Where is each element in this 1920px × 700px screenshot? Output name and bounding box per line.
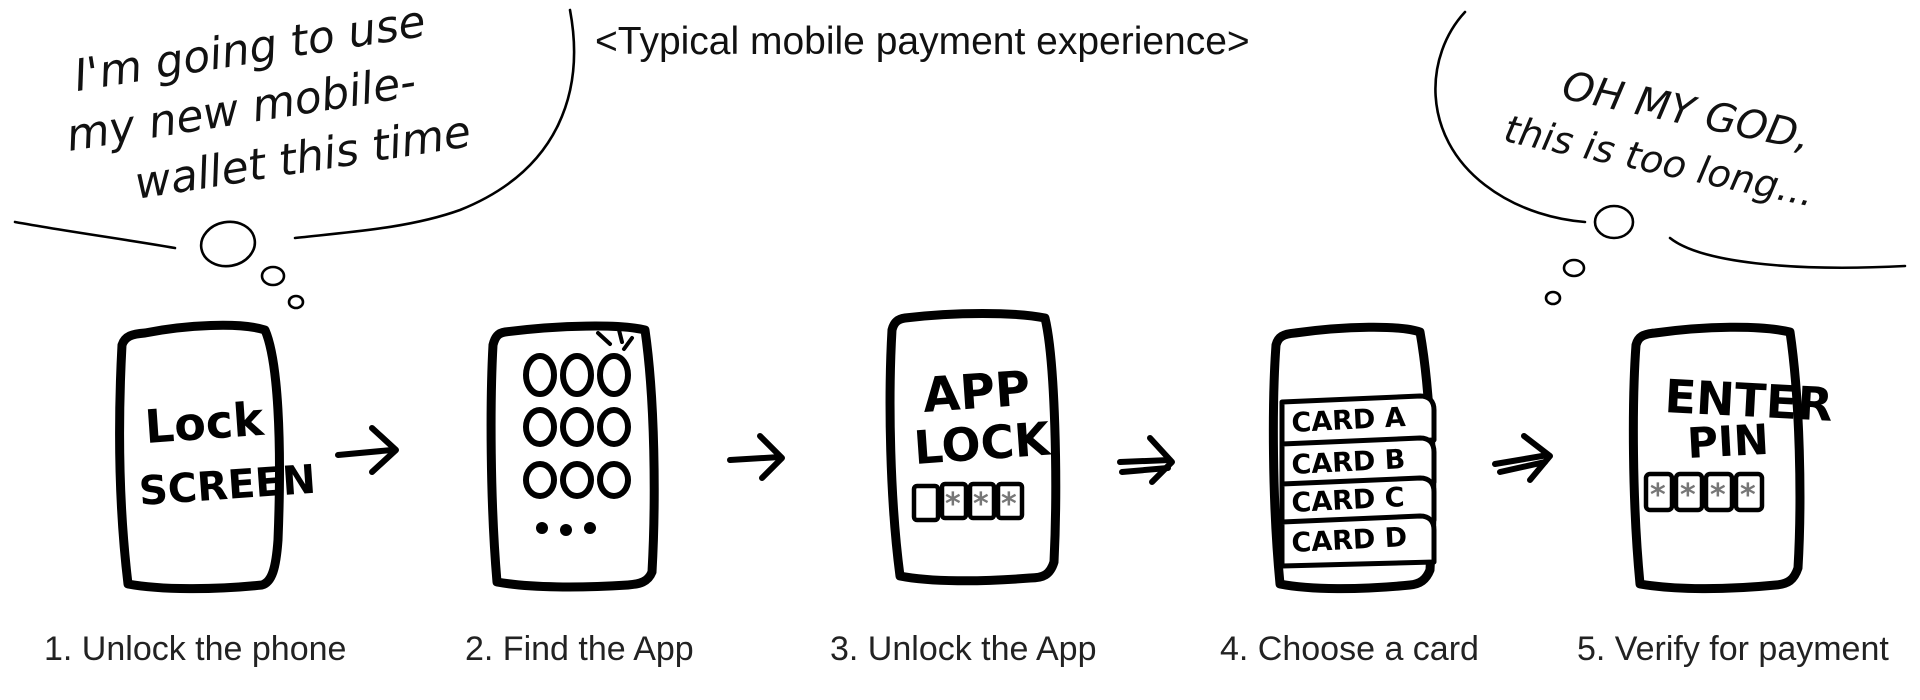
lock-screen-label: Lock: [143, 392, 267, 454]
card-a-label: CARD A: [1291, 402, 1407, 439]
pin-mark: *: [973, 487, 989, 522]
card-d-label: CARD D: [1291, 522, 1408, 559]
pin-entry-boxes: * * *: [911, 481, 1025, 523]
step-2-phone: [486, 321, 659, 592]
notification-sparkle-icon: [596, 324, 634, 351]
pin-mark: *: [1680, 478, 1696, 513]
arrow-right-icon: [1492, 433, 1553, 483]
thought-bubble-icon: [199, 220, 257, 268]
pin-mark: *: [1740, 478, 1756, 513]
step-3-caption: 3. Unlock the App: [830, 630, 1097, 668]
arrow-right-icon: [1117, 435, 1175, 485]
app-grid-icon: [523, 353, 631, 536]
app-lock-label: LOCK: [912, 411, 1054, 475]
step-3-phone: APP LOCK * * *: [885, 309, 1061, 586]
enter-pin-label: PIN: [1686, 415, 1770, 468]
thought-bubble-left: I'm going to use my new mobile- wallet t…: [13, 0, 576, 310]
card-c-label: CARD C: [1291, 482, 1406, 519]
thought-bubble-icon: [1593, 204, 1635, 240]
step-5-caption: 5. Verify for payment: [1577, 630, 1889, 668]
card-stack: CARD A CARD B CARD C CARD D: [1279, 393, 1437, 569]
step-4-phone: CARD A CARD B CARD C CARD D: [1268, 322, 1437, 594]
pin-mark: *: [1650, 478, 1666, 513]
card-b-label: CARD B: [1291, 444, 1406, 481]
thought-bubble-right: OH MY GOD, this is too long...: [1434, 10, 1907, 306]
pin-mark: *: [1710, 478, 1726, 513]
step-1-caption: 1. Unlock the phone: [44, 630, 346, 668]
diagram-title: <Typical mobile payment experience>: [595, 20, 1250, 63]
step-1-phone: Lock SCREEN: [115, 320, 317, 594]
arrow-right-icon: [335, 425, 399, 475]
step-2-caption: 2. Find the App: [465, 630, 694, 668]
pin-mark: *: [1001, 487, 1017, 522]
arrow-right-icon: [727, 433, 785, 481]
enter-pin-label: ENTER: [1663, 369, 1834, 432]
pin-entry-boxes: * * * *: [1643, 471, 1765, 513]
pin-mark: *: [945, 487, 961, 522]
step-5-phone: ENTER PIN * * * *: [1628, 322, 1834, 594]
app-lock-label: APP: [921, 361, 1032, 424]
step-4-caption: 4. Choose a card: [1220, 630, 1479, 668]
